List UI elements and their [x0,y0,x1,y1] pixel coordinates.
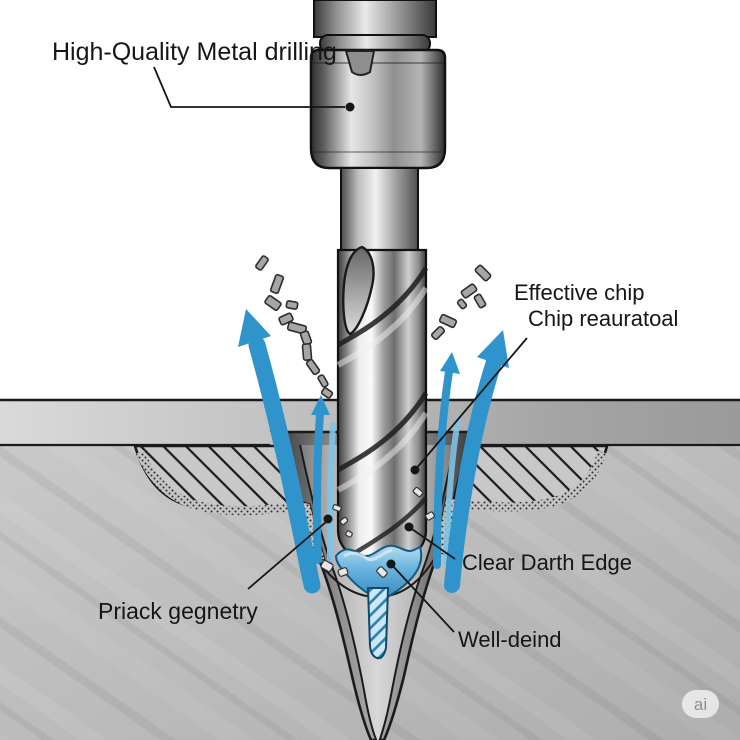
chip [264,294,282,312]
watermark-pill [682,690,719,718]
callout-labels: High-Quality Metal drilling Effective ch… [52,38,678,652]
chip [317,374,329,388]
chip [424,511,436,521]
label-well-defined: Well-deind [458,627,562,652]
leader-line-well-defined [390,563,455,633]
leader-dot-title [345,102,355,112]
chip [376,566,388,578]
chip-flow-arrow-left-small-head [311,395,330,415]
stipple-strip-left [135,450,297,516]
stipple-strip-right [457,450,607,512]
flute-highlight-2 [336,411,429,493]
pilot-hole-tip [366,587,390,660]
label-effective-chip-line1: Effective chip [514,280,644,305]
chip [269,273,285,295]
leader-dot-geometry [323,514,333,524]
chip-flow-arrow-left-shaft [248,336,321,594]
chip [430,325,446,341]
leader-dot-well-defined [386,559,396,569]
watermark-label: ai [694,695,707,714]
leader-dot-clear-edge [404,522,414,532]
chip-evacuation-arrows [238,309,509,594]
coolant-pool-highlight [343,548,393,562]
leader-line-clear-edge [408,526,456,560]
leader-line-chip [414,337,528,471]
chip [473,293,487,309]
chip [255,255,269,271]
leader-line-geometry [247,521,327,590]
chip [301,343,313,361]
chip-flow-arrow-right-small-head [440,352,460,374]
drill-shank [340,167,419,253]
label-effective-chip-line2: Chip reauratoal [528,306,678,331]
chip [339,516,349,526]
callout-leaders [153,66,528,633]
coolant-stream-right [443,417,461,565]
chip [305,358,321,376]
chip [412,486,424,498]
flute-relief-leaf [342,245,375,336]
flute-edge-1 [336,266,429,348]
drill-upper-shaft [313,0,437,38]
chip [337,567,349,577]
drill-chuck [309,48,447,170]
chip [286,321,308,335]
metal-chips [255,255,492,578]
chip [320,387,334,399]
chip [278,312,294,326]
chip [345,530,353,538]
chip-flow-arrow-right-shaft [444,354,502,593]
label-title: High-Quality Metal drilling [52,38,337,66]
chuck-notch [344,50,376,76]
ai-watermark-badge: ai [682,690,719,718]
label-geometry: Priack gegnetry [98,598,258,624]
chip-flow-arrow-left-small-shaft [312,410,324,564]
chip-flow-arrow-right-head [477,330,509,368]
leader-dot-chip [410,465,420,475]
chip [474,264,492,282]
flute-highlight-1 [336,286,429,368]
chip [332,504,342,512]
flute-edge-2 [336,391,429,473]
chip [460,283,478,299]
chip-flow-arrow-left-head [238,309,271,347]
chip [438,313,458,329]
chip [456,298,468,310]
chip [320,559,334,573]
coolant-stream-left [327,422,336,563]
label-clear-edge: Clear Darth Edge [462,550,632,575]
chip [285,300,299,310]
drill [309,0,447,562]
chip-flow-arrow-right-small-shaft [433,368,453,569]
leader-line-title [153,66,345,108]
